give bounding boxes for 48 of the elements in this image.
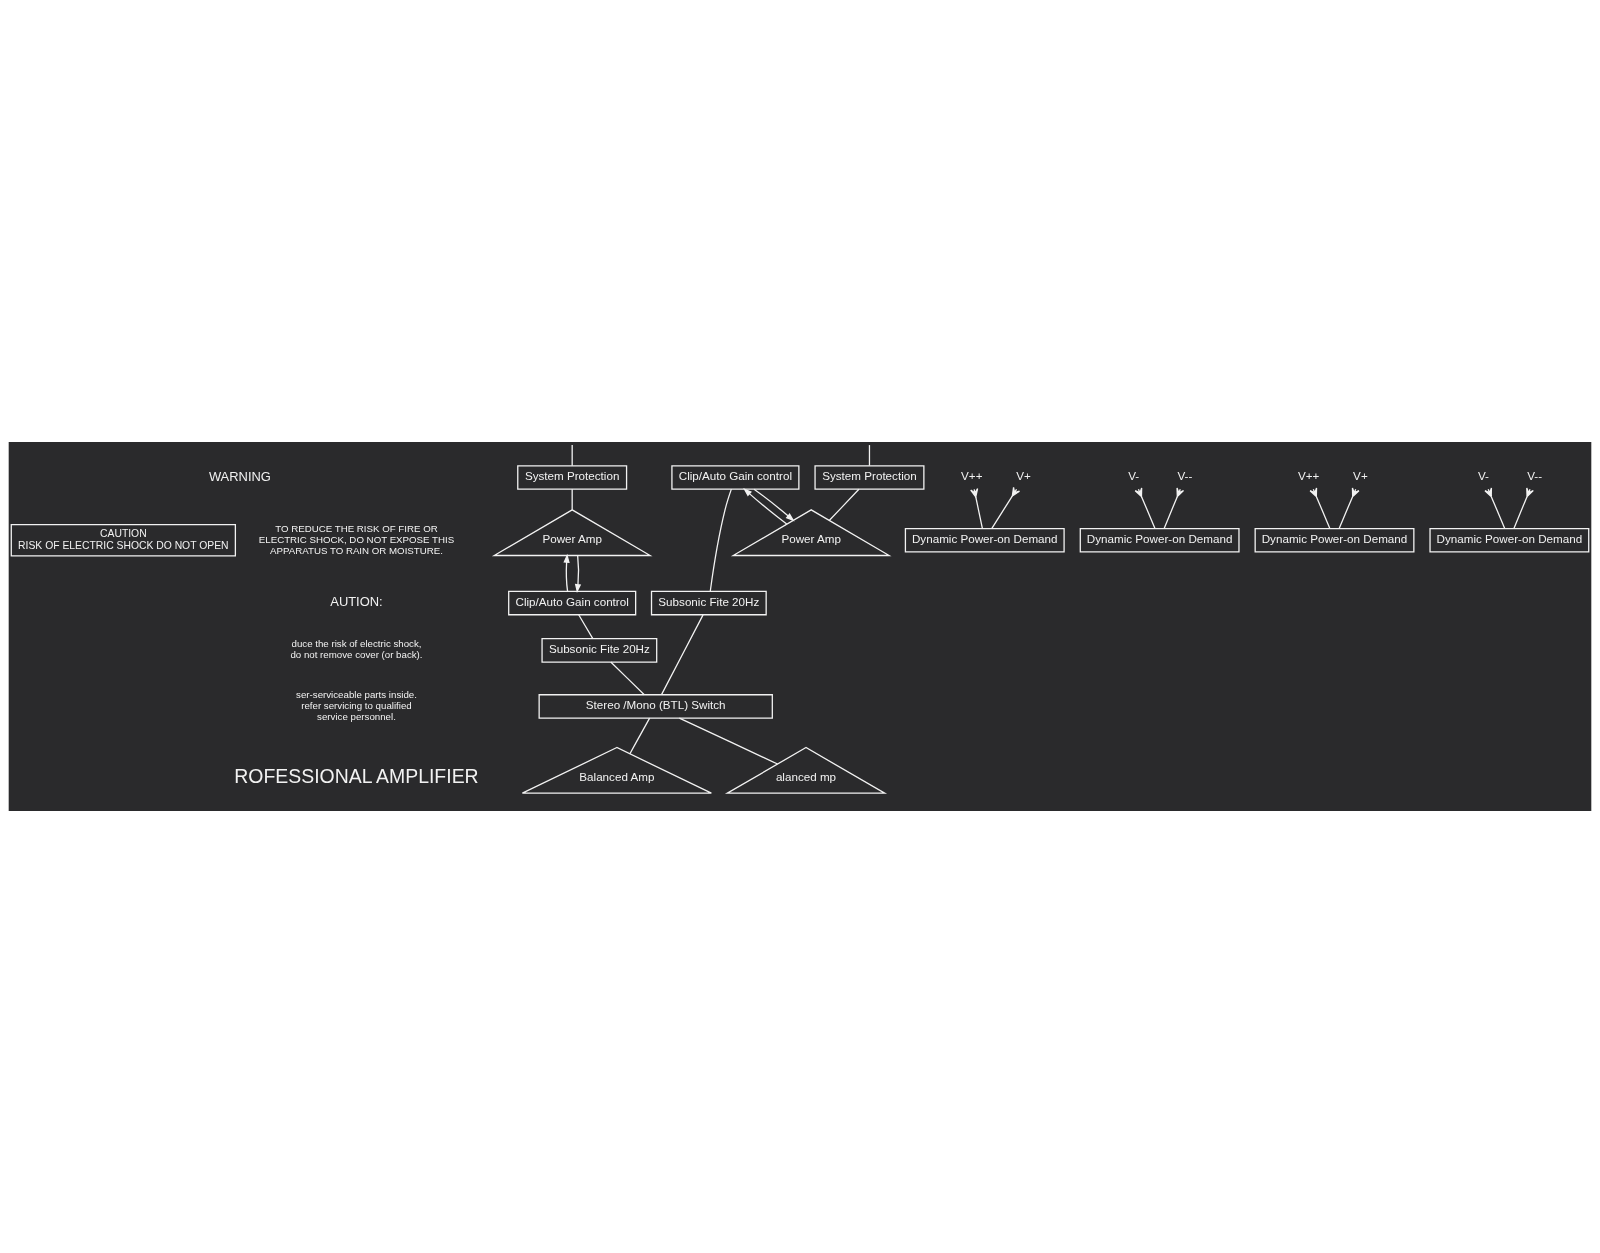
node-box: System Protection (814, 465, 925, 490)
label: ser-serviceable parts inside. refer servicing to qualified service personnel. (296, 688, 417, 722)
connector (828, 488, 860, 521)
connector (1309, 487, 1331, 529)
connector (610, 661, 645, 696)
node-text: V+ (1353, 469, 1368, 483)
node-text: V- (1128, 469, 1140, 483)
connector (1134, 487, 1156, 529)
node-box: CAUTION RISK OF ELECTRIC SHOCK DO NOT OPEN (10, 524, 237, 557)
connector (678, 717, 779, 765)
node-box: Clip/Auto Gain control (508, 590, 637, 616)
connector (1484, 487, 1506, 529)
connector (578, 614, 594, 640)
node-box: Dynamic Power-on Demand (1079, 527, 1240, 553)
connector (1163, 487, 1185, 529)
node-text: V++ (961, 469, 983, 483)
arrow (574, 554, 582, 594)
connector (970, 487, 984, 529)
connector (868, 444, 871, 467)
label: ROFESSIONAL AMPLIFIER (234, 764, 479, 787)
node-text: V+ (1016, 469, 1031, 483)
node-box: Dynamic Power-on Demand (1254, 527, 1415, 553)
node-text: V-- (1177, 469, 1193, 483)
node-box: Subsonic Fite 20Hz (541, 638, 658, 663)
node-box: Clip/Auto Gain control (671, 465, 800, 490)
connector (991, 486, 1021, 529)
connector (1338, 487, 1360, 529)
label: duce the risk of electric shock, do not remove cover (or back). (290, 638, 423, 661)
arrow (753, 488, 795, 522)
connector (571, 488, 573, 511)
node-box: Stereo /Mono (BTL) Switch (538, 694, 773, 719)
node-text: V-- (1527, 469, 1543, 483)
node-box: Dynamic Power-on Demand (904, 527, 1065, 553)
label: AUTION: (330, 594, 383, 610)
node-text: V- (1477, 469, 1489, 483)
connector (660, 614, 704, 696)
label: TO REDUCE THE RISK OF FIRE OR ELECTRIC SHOCK, DO NOT EXPOSE THIS APPARATUS TO RAIN OR MOISTURE. (258, 522, 455, 556)
arrow (743, 487, 788, 525)
connector (1513, 487, 1534, 529)
node-text: V++ (1297, 469, 1320, 483)
label: WARNING (208, 468, 271, 484)
node-box: Dynamic Power-on Demand (1429, 527, 1590, 553)
node-box: Subsonic Fite 20Hz (650, 590, 767, 616)
node-box: System Protection (517, 465, 628, 490)
connector (629, 717, 651, 755)
connector (571, 444, 573, 467)
arrow (563, 553, 570, 592)
connector (709, 488, 732, 592)
